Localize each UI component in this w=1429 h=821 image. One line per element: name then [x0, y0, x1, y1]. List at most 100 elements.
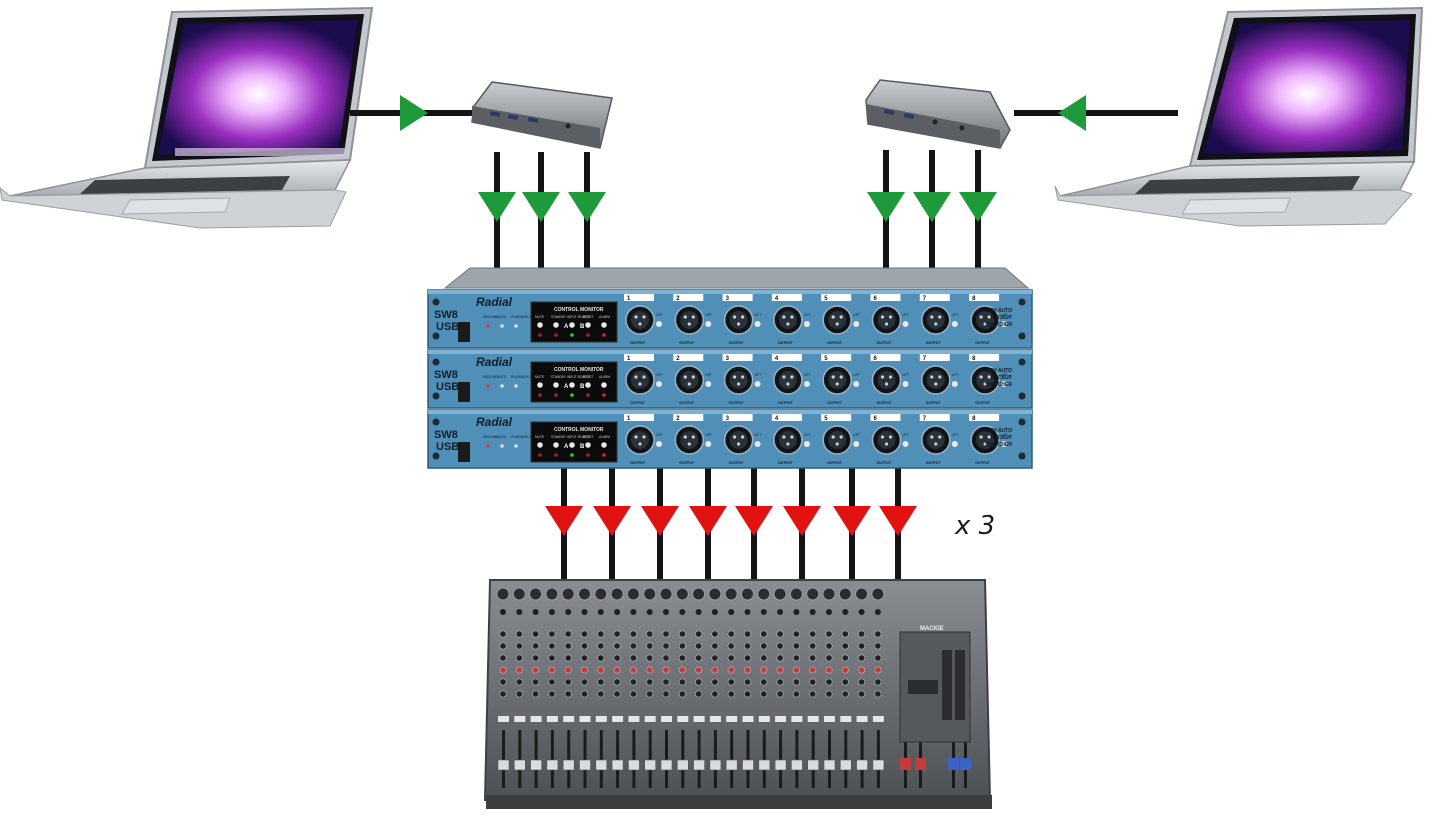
- mixer-knob[interactable]: [515, 666, 523, 674]
- mixer-knob[interactable]: [809, 690, 817, 698]
- mixer-knob[interactable]: [743, 666, 751, 674]
- mixer-jack-input[interactable]: [597, 609, 604, 615]
- mixer-knob[interactable]: [613, 654, 621, 662]
- mixer-knob[interactable]: [678, 678, 686, 686]
- mixer-knob[interactable]: [629, 654, 637, 662]
- mixer-fader-cap[interactable]: [660, 759, 673, 771]
- mixer-xlr-input[interactable]: [659, 587, 673, 601]
- mixer-xlr-input[interactable]: [594, 587, 608, 601]
- mixer-jack-input[interactable]: [581, 609, 588, 615]
- mixer-fader-cap[interactable]: [807, 759, 820, 771]
- mixer-knob[interactable]: [613, 690, 621, 698]
- mixer-knob[interactable]: [743, 678, 751, 686]
- mixer-knob[interactable]: [825, 642, 833, 650]
- mixer-knob[interactable]: [646, 630, 654, 638]
- mixer-knob[interactable]: [580, 678, 588, 686]
- lift-switch[interactable]: [951, 441, 958, 447]
- mixer-knob[interactable]: [809, 654, 817, 662]
- mixer-knob[interactable]: [580, 654, 588, 662]
- mixer-knob[interactable]: [564, 666, 572, 674]
- mixer-knob[interactable]: [727, 630, 735, 638]
- lift-switch[interactable]: [754, 321, 761, 327]
- mixer-knob[interactable]: [564, 642, 572, 650]
- mixer-knob[interactable]: [662, 690, 670, 698]
- mixer-jack-input[interactable]: [760, 609, 767, 615]
- mixer-xlr-input[interactable]: [610, 587, 624, 601]
- lift-switch[interactable]: [754, 381, 761, 387]
- lift-switch[interactable]: [754, 441, 761, 447]
- lift-switch[interactable]: [902, 321, 909, 327]
- mixer-knob[interactable]: [662, 654, 670, 662]
- mixer-knob[interactable]: [727, 678, 735, 686]
- mixer-knob[interactable]: [532, 678, 540, 686]
- lift-switch[interactable]: [705, 441, 712, 447]
- mixer-xlr-input[interactable]: [545, 587, 559, 601]
- mixer-jack-input[interactable]: [532, 609, 539, 615]
- mixer-jack-input[interactable]: [728, 609, 735, 615]
- mixer-knob[interactable]: [499, 630, 507, 638]
- mixer-knob[interactable]: [727, 642, 735, 650]
- mixer-knob[interactable]: [858, 642, 866, 650]
- mixer-knob[interactable]: [727, 654, 735, 662]
- mixer-knob[interactable]: [548, 630, 556, 638]
- mixer-knob[interactable]: [646, 666, 654, 674]
- mixer-xlr-input[interactable]: [496, 587, 510, 601]
- mixer-knob[interactable]: [695, 666, 703, 674]
- panel-button[interactable]: [553, 382, 559, 388]
- lift-switch[interactable]: [656, 441, 662, 447]
- lift-switch[interactable]: [803, 381, 810, 387]
- lift-switch[interactable]: [951, 381, 958, 387]
- mixer-jack-input[interactable]: [679, 609, 686, 615]
- mixer-xlr-input[interactable]: [675, 587, 689, 601]
- mixer-jack-input[interactable]: [793, 609, 800, 615]
- mixer-knob[interactable]: [646, 690, 654, 698]
- mixer-knob[interactable]: [613, 678, 621, 686]
- mixer-knob[interactable]: [580, 642, 588, 650]
- mixer-knob[interactable]: [825, 690, 833, 698]
- mixer-knob[interactable]: [515, 642, 523, 650]
- mixer-knob[interactable]: [874, 690, 882, 698]
- mixer-knob[interactable]: [792, 642, 800, 650]
- mixer-knob[interactable]: [564, 690, 572, 698]
- mixer-fader-cap[interactable]: [595, 759, 608, 771]
- mixer-knob[interactable]: [613, 642, 621, 650]
- mixer-knob[interactable]: [776, 642, 784, 650]
- mixer-fader-cap[interactable]: [497, 759, 510, 771]
- mixer-knob[interactable]: [695, 690, 703, 698]
- mixer-fader-cap[interactable]: [513, 759, 526, 771]
- mixer-knob[interactable]: [874, 678, 882, 686]
- mixer-xlr-input[interactable]: [773, 587, 787, 601]
- mixer-xlr-input[interactable]: [806, 587, 820, 601]
- mixer-knob[interactable]: [597, 666, 605, 674]
- mixer-xlr-input[interactable]: [578, 587, 591, 601]
- mixer-knob[interactable]: [776, 654, 784, 662]
- mixer-knob[interactable]: [580, 630, 588, 638]
- mixer-knob[interactable]: [743, 630, 751, 638]
- mixer-knob[interactable]: [841, 654, 849, 662]
- mixer-knob[interactable]: [629, 690, 637, 698]
- mixer-knob[interactable]: [841, 690, 849, 698]
- mixer-knob[interactable]: [825, 678, 833, 686]
- mixer-xlr-input[interactable]: [692, 587, 706, 601]
- mixer-knob[interactable]: [711, 690, 719, 698]
- panel-button[interactable]: [537, 322, 543, 328]
- mixer-knob[interactable]: [548, 678, 556, 686]
- mixer-fader-cap[interactable]: [742, 759, 754, 771]
- mixer-knob[interactable]: [858, 654, 866, 662]
- mixer-jack-input[interactable]: [711, 609, 718, 615]
- panel-button[interactable]: [569, 382, 575, 388]
- mixer-jack-input[interactable]: [614, 609, 621, 615]
- master-fader-cap[interactable]: [915, 758, 926, 770]
- mixer-knob[interactable]: [695, 654, 703, 662]
- panel-button[interactable]: [601, 442, 607, 448]
- mixer-knob[interactable]: [711, 630, 719, 638]
- mixer-jack-input[interactable]: [516, 609, 523, 615]
- mixer-knob[interactable]: [760, 630, 768, 638]
- mixer-fader-cap[interactable]: [693, 759, 705, 771]
- mixer-knob[interactable]: [629, 642, 637, 650]
- mixer-fader-cap[interactable]: [644, 759, 657, 771]
- mixer-jack-input[interactable]: [744, 609, 751, 615]
- mixer-xlr-input[interactable]: [529, 587, 543, 601]
- mixer-knob[interactable]: [646, 642, 654, 650]
- mixer-knob[interactable]: [548, 642, 556, 650]
